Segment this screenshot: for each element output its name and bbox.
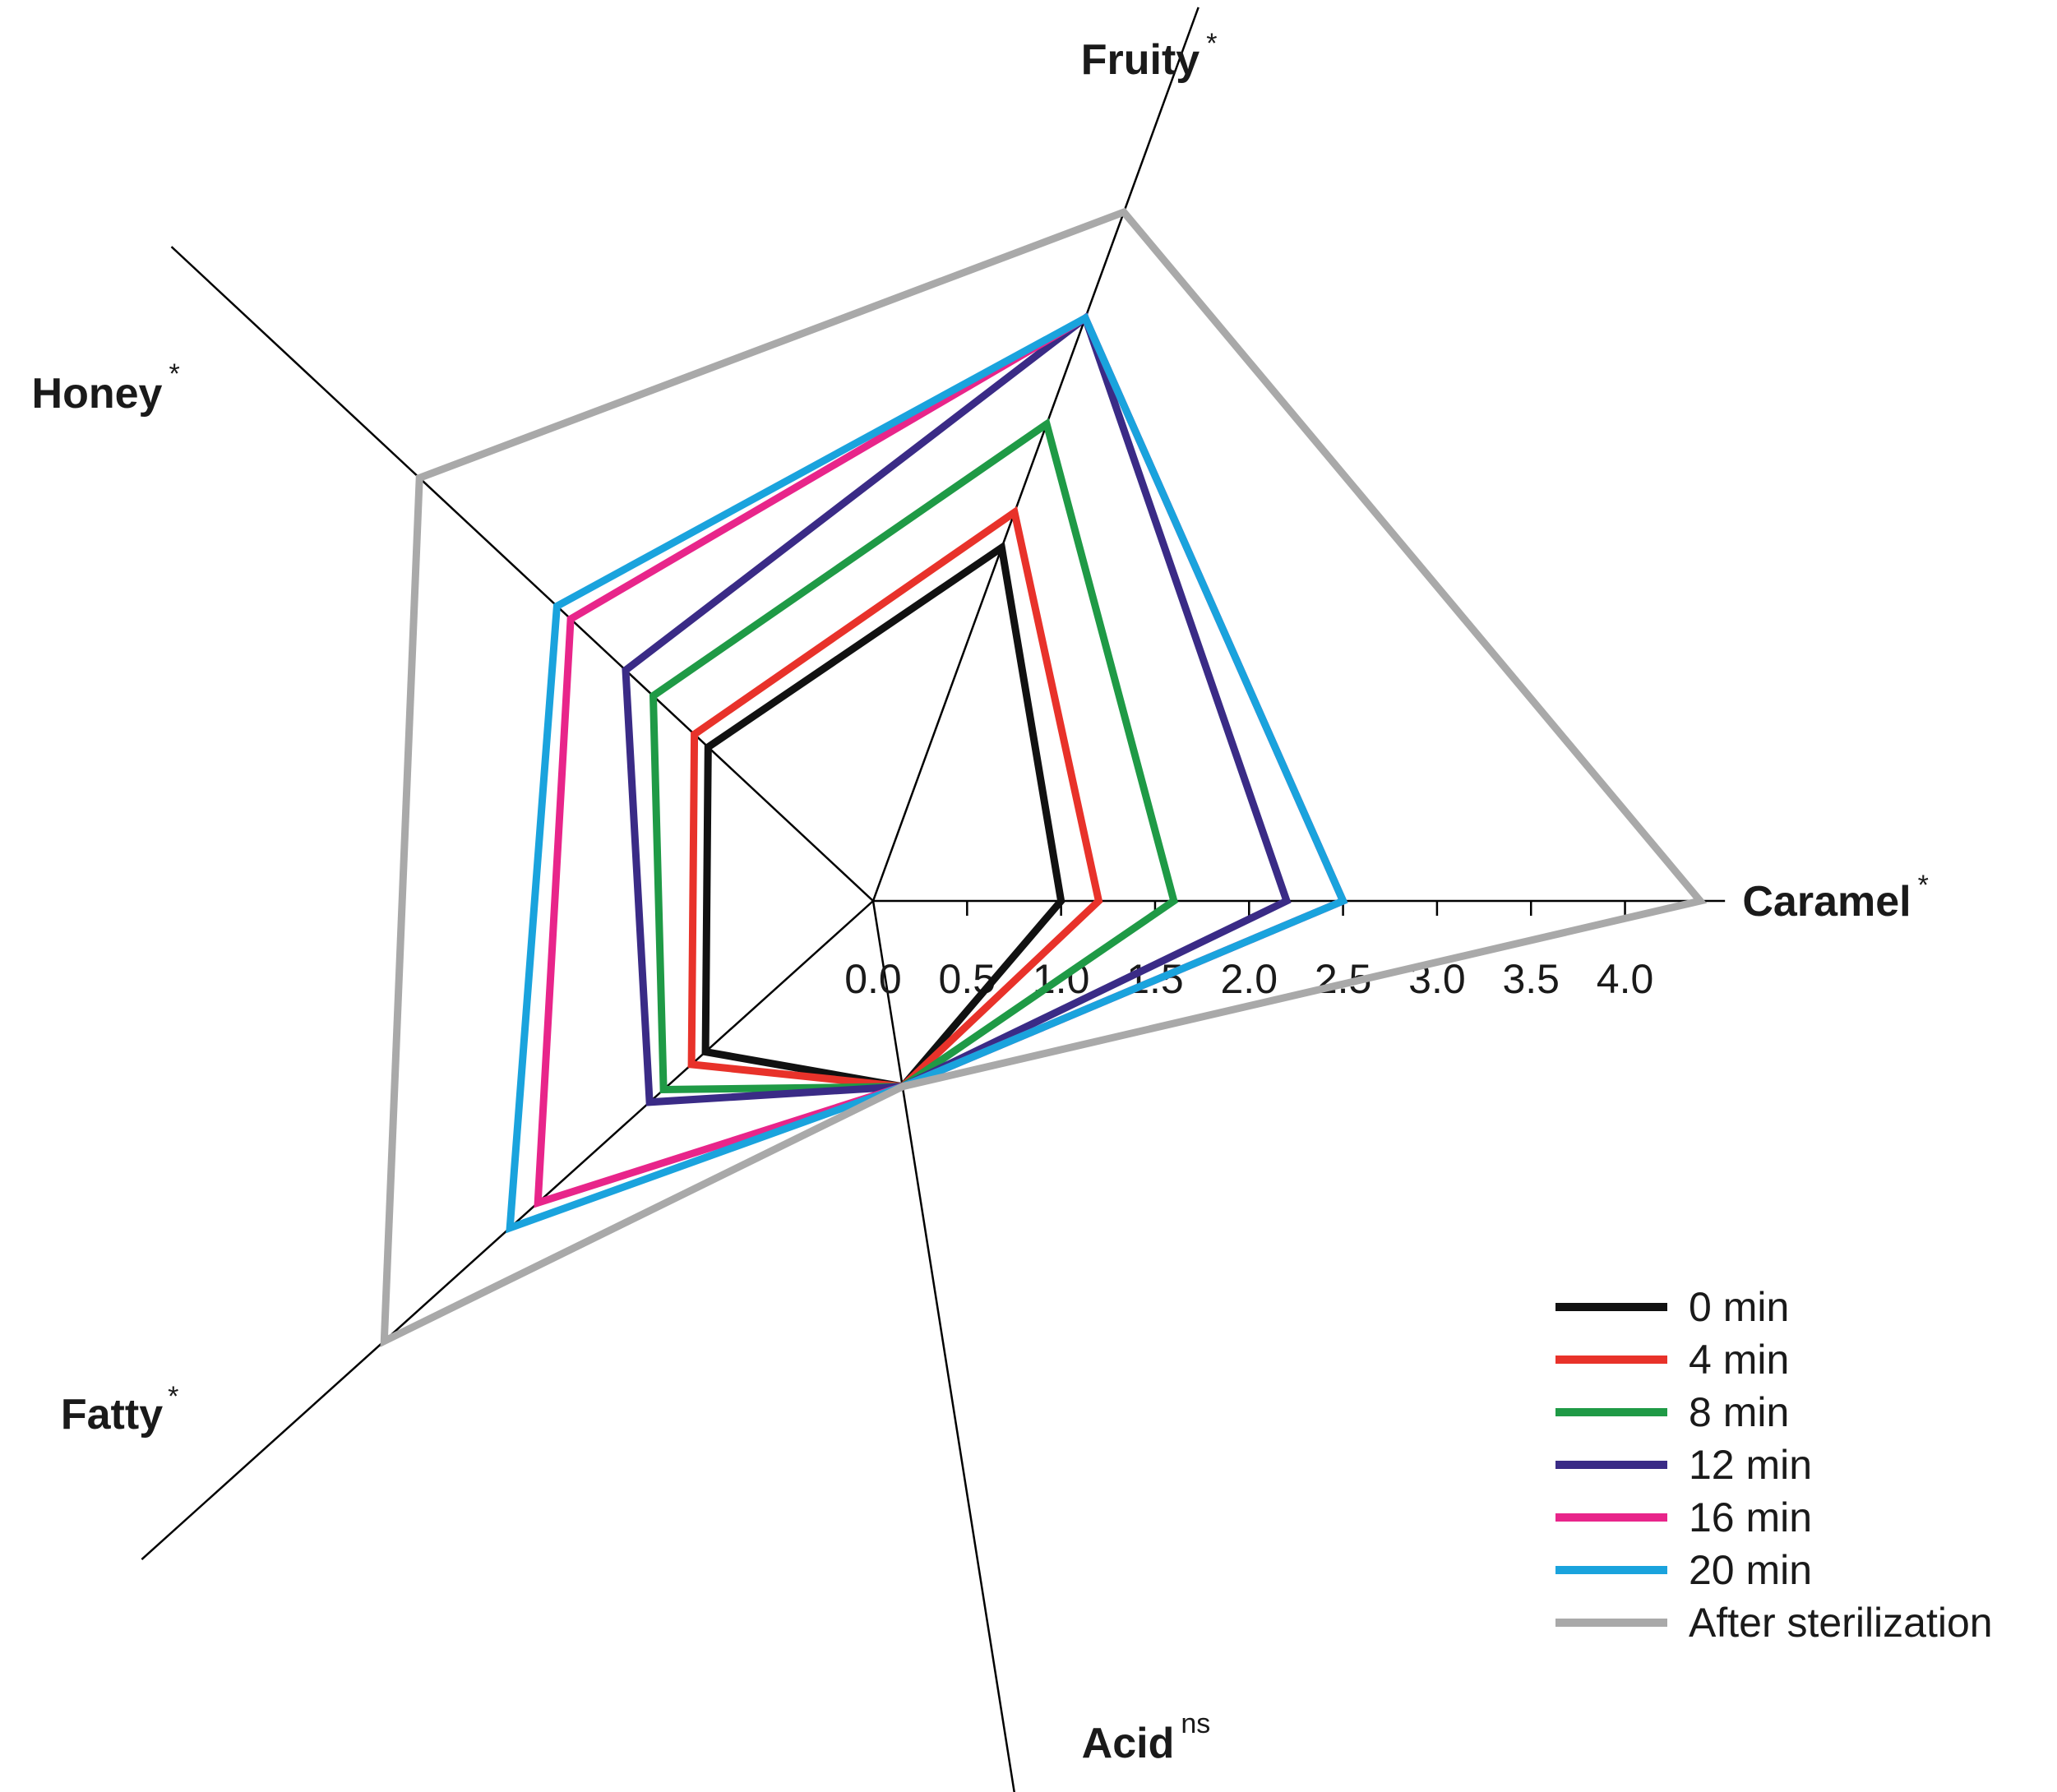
legend-label: 20 min [1689,1547,1812,1593]
axis-label-fatty: Fatty [61,1391,163,1439]
axis-line-acid [871,900,1015,1792]
series-after-sterilization [380,207,1708,1347]
legend-label: 12 min [1689,1442,1812,1488]
axis-label-honey: Honey [32,370,163,418]
axis-label-caramel: Caramel [1742,878,1911,926]
axis-label-acid: Acid [1082,1720,1175,1767]
series-4-min [687,506,1103,1091]
series-layer [380,207,1708,1347]
axis-significance-mark: * [1206,28,1217,59]
axis-significance-mark: * [1918,870,1929,901]
axis-label-fruity: Fruity [1081,36,1200,84]
tick-label: 3.5 [1502,956,1560,1002]
tick-label: 0.5 [939,956,996,1002]
tick-label: 4.0 [1597,956,1654,1002]
series-12-min [622,312,1292,1106]
legend-label: 4 min [1689,1337,1789,1383]
legend-label: 8 min [1689,1389,1789,1435]
legend-label: After sterilization [1689,1600,1993,1646]
axis-line-honey [170,246,874,902]
tick-label: 0.0 [844,956,902,1002]
legend-label: 0 min [1689,1284,1789,1330]
series-0-min [701,541,1065,1091]
series-8-min [649,418,1178,1094]
axis-significance-mark: * [169,358,179,390]
series-20-min [506,312,1348,1234]
legend-label: 16 min [1689,1494,1812,1540]
axes-layer [141,7,1726,1792]
axis-line-fruity [871,7,1200,902]
axis-significance-mark: * [168,1381,178,1412]
tick-label: 2.0 [1221,956,1278,1002]
axis-significance-mark: ns [1181,1708,1210,1739]
